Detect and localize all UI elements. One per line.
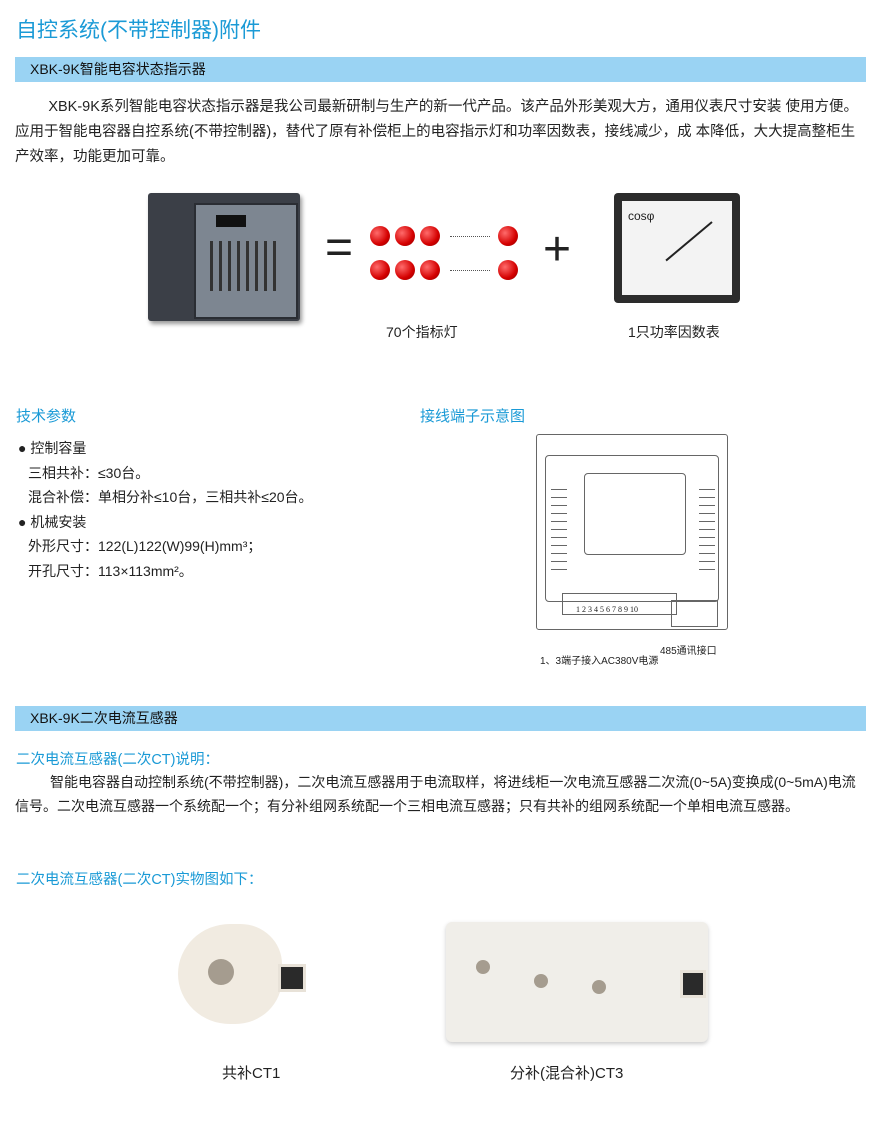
tech-item: ● 控制容量 <box>18 440 87 456</box>
intro-paragraph: XBK-9K系列智能电容状态指示器是我公司最新研制与生产的新一代产品。该产品外形… <box>15 99 858 165</box>
terminal-number: 4 <box>594 605 598 614</box>
power-factor-meter-image: cosφ <box>614 193 740 303</box>
terminal-number: 2 <box>582 605 586 614</box>
tech-heading: 技术参数 <box>16 408 77 425</box>
tech-item: ● 机械安装 <box>18 513 87 530</box>
meter-label: cosφ <box>628 209 655 223</box>
terminal-number: 7 <box>612 605 616 614</box>
ct-description: 智能电容器自动控制系统(不带控制器)，二次电流互感器用于电流取样，将进线柜一次电… <box>15 774 856 814</box>
ct3-caption: 分补(混合补)CT3 <box>510 1065 624 1082</box>
section-band-indicator: XBK-9K智能电容状态指示器 <box>15 57 866 82</box>
indicator-device-image <box>148 193 300 321</box>
ct3-image <box>446 922 708 1042</box>
terminal-number: 10 <box>630 605 638 614</box>
plus-sign: + <box>543 223 572 276</box>
terminal-number: 5 <box>600 605 604 614</box>
terminal-number: 6 <box>606 605 610 614</box>
terminal-number: 3 <box>588 605 592 614</box>
tech-item: 混合补偿：单相分补≤10台，三相共补≤20台。 <box>28 489 313 505</box>
ct1-caption: 共补CT1 <box>222 1065 281 1082</box>
equals-sign: = <box>325 221 354 274</box>
tech-list: ● 控制容量 三相共补：≤30台。 混合补偿：单相分补≤10台，三相共补≤20台… <box>18 436 313 583</box>
power-note: 1、3端子接入AC380V电源 <box>540 656 659 667</box>
section-band-ct: XBK-9K二次电流互感器 <box>15 706 866 731</box>
terminal-number: 9 <box>624 605 628 614</box>
tech-item: 开孔尺寸：113×113mm²。 <box>28 562 193 579</box>
meter-caption: 1只功率因数表 <box>628 324 720 340</box>
ct-subheading: 二次电流互感器(二次CT)说明： <box>16 752 219 768</box>
page-title: 自控系统(不带控制器)附件 <box>16 19 261 42</box>
terminal-number: 1 <box>576 605 580 614</box>
rs485-note: 485通讯接口 <box>660 646 717 657</box>
ct1-image <box>178 924 306 1024</box>
lamps-caption: 70个指标灯 <box>386 324 458 340</box>
terminal-number: 8 <box>618 605 622 614</box>
indicator-lamps <box>370 226 520 280</box>
ct-photo-heading: 二次电流互感器(二次CT)实物图如下： <box>16 872 263 888</box>
wiring-heading: 接线端子示意图 <box>420 408 526 425</box>
tech-item: 三相共补：≤30台。 <box>28 464 150 481</box>
tech-item: 外形尺寸：122(L)122(W)99(H)mm³； <box>28 538 262 554</box>
